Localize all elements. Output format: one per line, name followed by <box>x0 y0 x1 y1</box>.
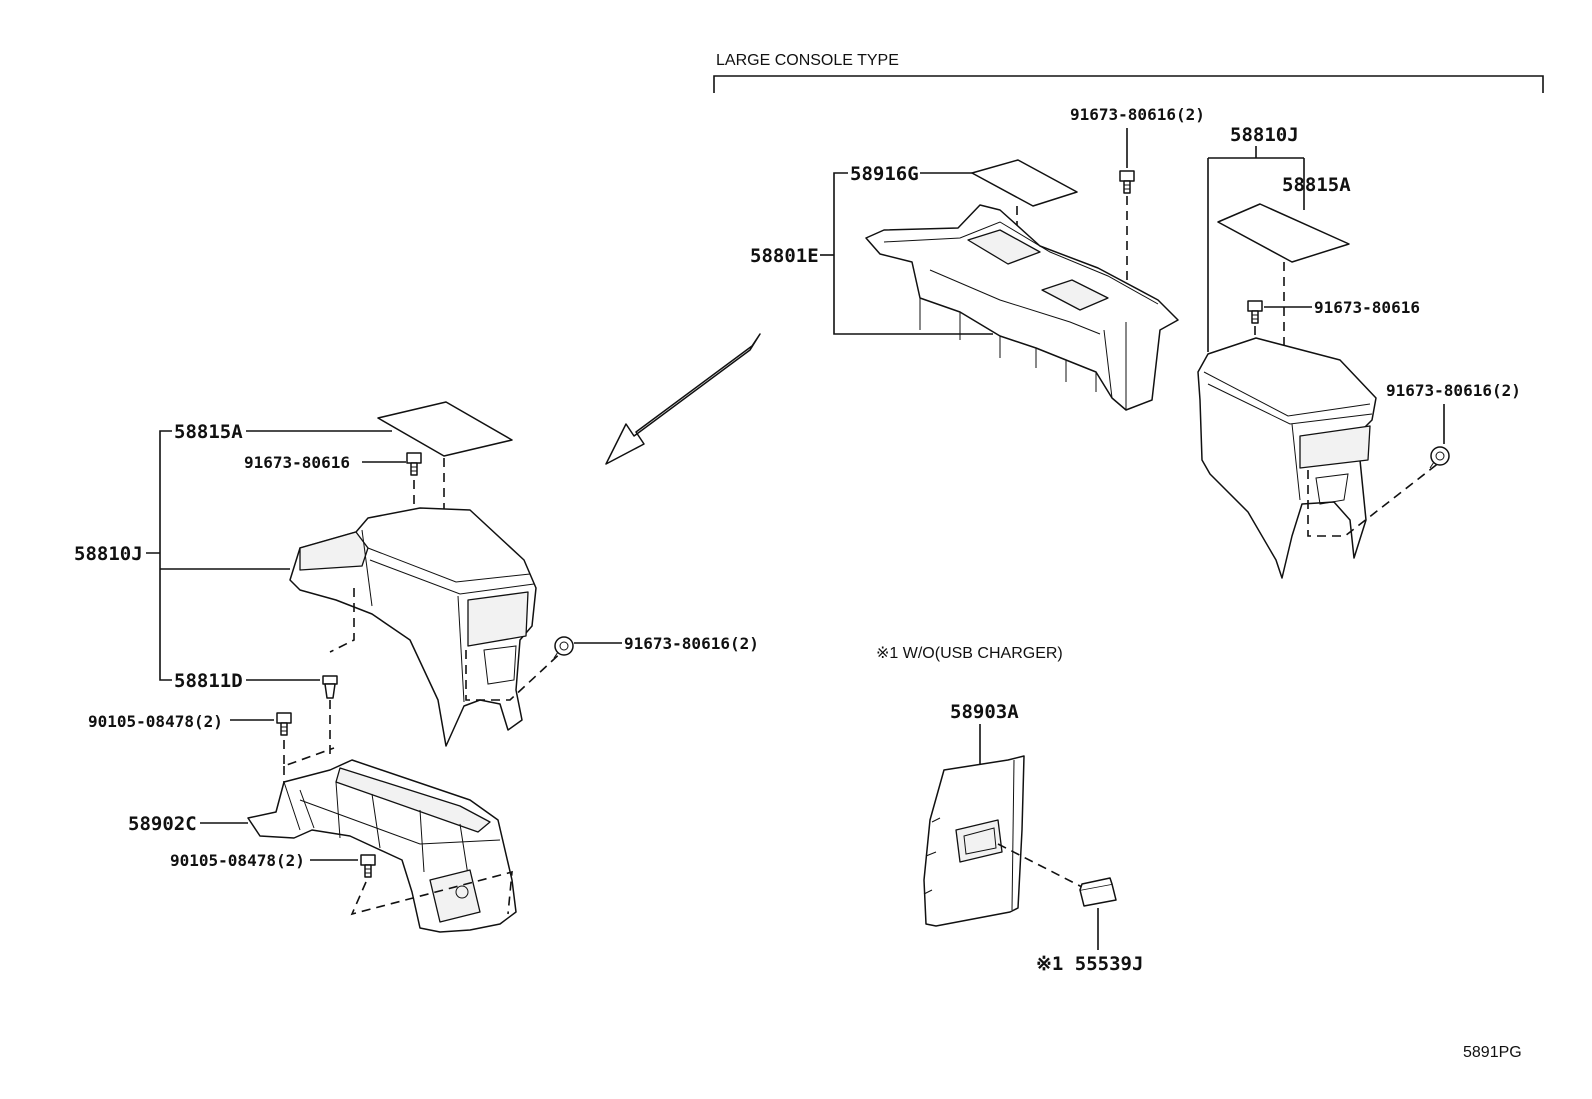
clip-icon <box>322 675 338 699</box>
part-label-91673-80616-2-std: 91673-80616(2) <box>624 634 759 653</box>
leader-line <box>146 552 290 570</box>
dashed-line <box>997 843 1085 889</box>
armrest-std <box>289 507 537 747</box>
part-label-58810j-large: 58810J <box>1230 124 1299 146</box>
armrest-large <box>1197 337 1377 579</box>
pad-58815a-std <box>377 401 513 457</box>
part-label-58902c: 58902C <box>128 813 197 835</box>
part-label-91673-80616-large: 91673-80616 <box>1314 298 1420 317</box>
dashed-line <box>350 870 513 916</box>
dashed-line <box>329 588 355 653</box>
part-label-58811d: 58811D <box>174 670 243 692</box>
bracket-line <box>1207 146 1305 352</box>
clip-icon <box>553 636 574 659</box>
part-label-90105-08478-2-upper: 90105-08478(2) <box>88 712 223 731</box>
bolt-icon <box>1247 300 1263 324</box>
bolt-icon <box>406 452 422 476</box>
part-label-58903a: 58903A <box>950 701 1019 723</box>
part-label-55539j: ※1 55539J <box>1036 953 1143 975</box>
part-label-58815a-std: 58815A <box>174 421 243 443</box>
part-label-91673-80616-2-top: 91673-80616(2) <box>1070 105 1205 124</box>
part-label-58801e: 58801E <box>750 245 819 267</box>
part-label-58916g: 58916G <box>850 163 919 185</box>
section-label: LARGE CONSOLE TYPE <box>716 52 899 69</box>
diagram-code: 5891PG <box>1463 1044 1522 1061</box>
console-tray-58801e <box>865 204 1179 411</box>
bolt-icon <box>276 712 292 736</box>
part-label-91673-80616-2-side: 91673-80616(2) <box>1386 381 1521 400</box>
part-label-58810j-std: 58810J <box>74 543 143 565</box>
pad-58916g <box>971 159 1078 207</box>
bolt-icon <box>1119 170 1135 194</box>
bolt-icon <box>360 854 376 878</box>
note-usb-charger: ※1 W/O(USB CHARGER) <box>876 645 1063 662</box>
usb-panel-58903a <box>923 755 1025 927</box>
dashed-line <box>1307 461 1441 537</box>
part-label-91673-80616-std: 91673-80616 <box>244 453 350 472</box>
pad-58815a-large <box>1217 203 1350 263</box>
bracket-line <box>159 430 172 681</box>
clip-icon <box>1429 446 1450 469</box>
bracket-line <box>833 172 993 335</box>
section-bracket <box>713 75 1544 93</box>
direction-arrow-icon <box>605 333 761 465</box>
usb-cap-55539j <box>1079 877 1117 907</box>
part-label-58815a-large: 58815A <box>1282 174 1351 196</box>
part-label-90105-08478-2-lower: 90105-08478(2) <box>170 851 305 870</box>
